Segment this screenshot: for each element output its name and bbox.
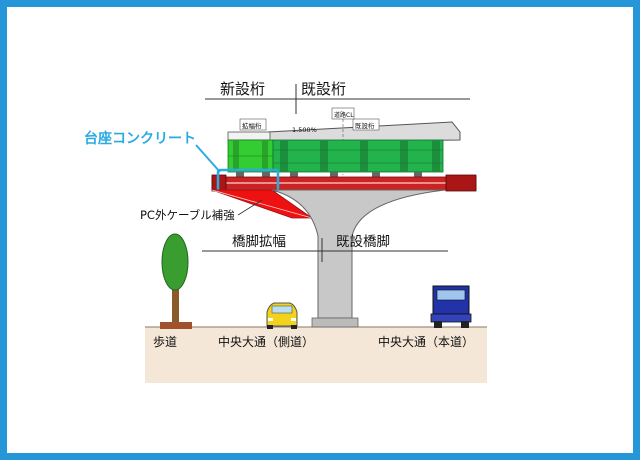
slope-label: 1.500% <box>292 126 317 134</box>
new-deck-slab <box>227 131 271 141</box>
new-girder-group <box>227 139 274 173</box>
main-road-label: 中央大通（本道） <box>378 334 474 349</box>
base-concrete-leader <box>195 144 221 173</box>
pc-cable-line <box>211 189 313 219</box>
base-concrete-label: 台座コンクリート <box>84 130 196 147</box>
pc-cable-leader <box>237 199 263 216</box>
pier-widening-label: 橋脚拡幅 <box>232 234 286 250</box>
pc-cable-label: PC外ケーブル補強 <box>140 208 235 222</box>
existing-girder-group <box>272 139 444 173</box>
car-icon <box>266 302 298 329</box>
existing-girder-tag-box <box>352 118 380 131</box>
bearings <box>236 172 422 177</box>
widening-girder-tag-box <box>239 118 267 131</box>
new-girder-label: 新設桁 <box>220 80 265 98</box>
road-cl-tag: 道路CL <box>334 111 354 119</box>
ground <box>145 327 487 383</box>
existing-pier-label: 既設橋脚 <box>336 234 390 250</box>
existing-girder-tag: 既設桁 <box>355 121 375 130</box>
tree-icon <box>160 233 192 329</box>
widening-girder-tag: 拡幅桁 <box>242 121 262 130</box>
sidewalk-label: 歩道 <box>153 334 177 349</box>
existing-pier <box>271 189 446 328</box>
pier-cap-beam <box>211 174 477 192</box>
truck-icon <box>430 285 472 328</box>
side-road-label: 中央大通（側道） <box>218 334 314 349</box>
existing-girder-label: 既設桁 <box>301 80 346 98</box>
